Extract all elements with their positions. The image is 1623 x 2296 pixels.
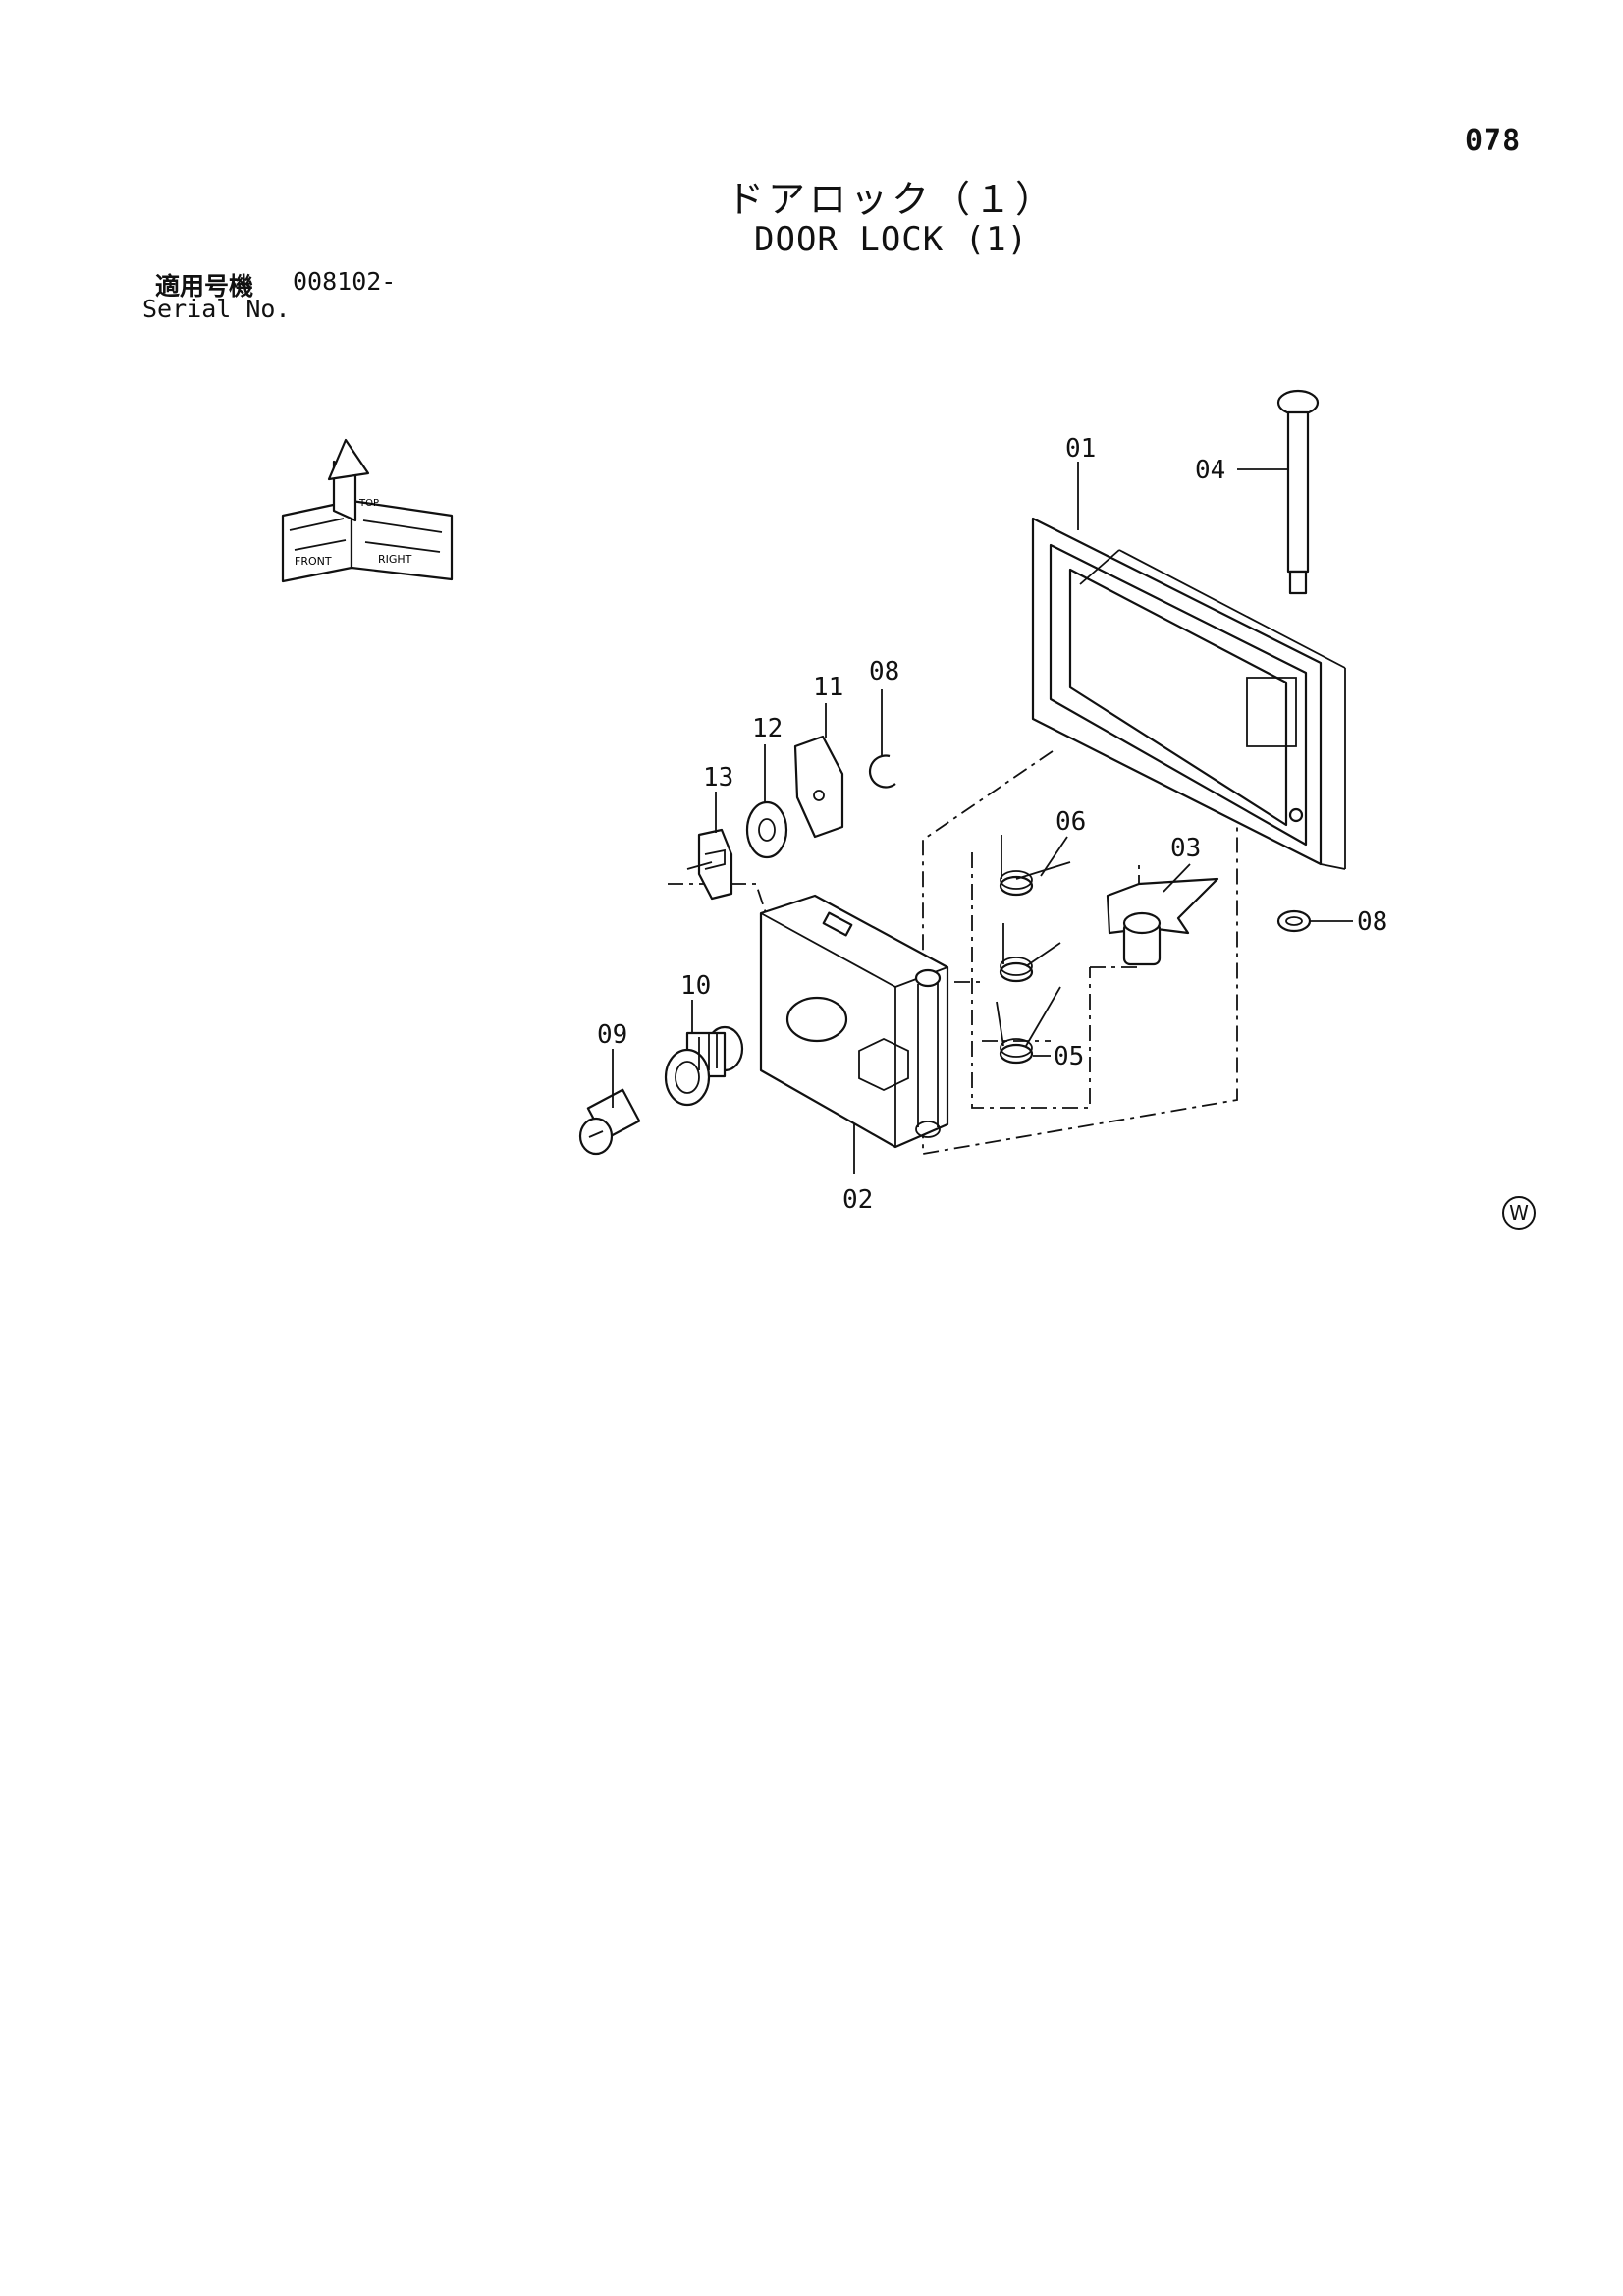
part-01-housing xyxy=(1031,517,1346,870)
serial-number-value: 008102- xyxy=(293,267,397,296)
callout-11: 11 xyxy=(813,673,843,702)
callout-08-upper: 08 xyxy=(869,657,899,686)
serial-label: Serial No. xyxy=(142,295,291,323)
callout-01: 01 xyxy=(1065,434,1096,464)
callout-13: 13 xyxy=(703,763,733,793)
part-12-washer xyxy=(745,800,788,859)
callout-06: 06 xyxy=(1055,807,1086,837)
orientation-cube-icon: FRONT RIGHT TOP xyxy=(281,438,454,583)
callout-04: 04 xyxy=(1195,456,1225,485)
part-04-pin xyxy=(1276,389,1320,595)
orientation-right-label: RIGHT xyxy=(378,553,412,566)
part-05-spring xyxy=(996,986,1061,1065)
callout-08-lower: 08 xyxy=(1357,907,1387,937)
callout-03: 03 xyxy=(1170,834,1201,863)
page-title: DOOR LOCK (1) xyxy=(754,220,1029,259)
orientation-top-label: TOP xyxy=(358,498,379,509)
part-11-plate xyxy=(793,735,844,839)
callout-02: 02 xyxy=(842,1185,873,1215)
part-10-lock-nut xyxy=(664,1025,744,1107)
callout-labels: 01 02 03 04 05 06 08 08 09 10 11 12 13 xyxy=(597,434,1387,1215)
callout-09: 09 xyxy=(597,1020,627,1050)
callout-10: 10 xyxy=(680,971,711,1001)
page-number: 078 xyxy=(1465,124,1522,158)
callout-12: 12 xyxy=(752,714,783,743)
part-02-base-plate xyxy=(759,894,949,1149)
w-stamp-icon: W xyxy=(1502,1196,1536,1230)
part-13-clip xyxy=(686,828,733,901)
leader-lines xyxy=(612,462,1353,1174)
part-08-e-ring-lower xyxy=(1276,909,1312,933)
serial-label-japanese: 適用号機 xyxy=(155,272,254,301)
page-title-japanese: ドアロック（１） xyxy=(727,178,1057,221)
part-08-e-ring-upper xyxy=(868,754,896,789)
callout-05: 05 xyxy=(1054,1042,1084,1071)
orientation-front-label: FRONT xyxy=(295,555,332,568)
part-03-lever xyxy=(1106,877,1219,966)
part-09-key-cylinder xyxy=(578,1088,641,1156)
part-06-spring xyxy=(999,835,1071,983)
